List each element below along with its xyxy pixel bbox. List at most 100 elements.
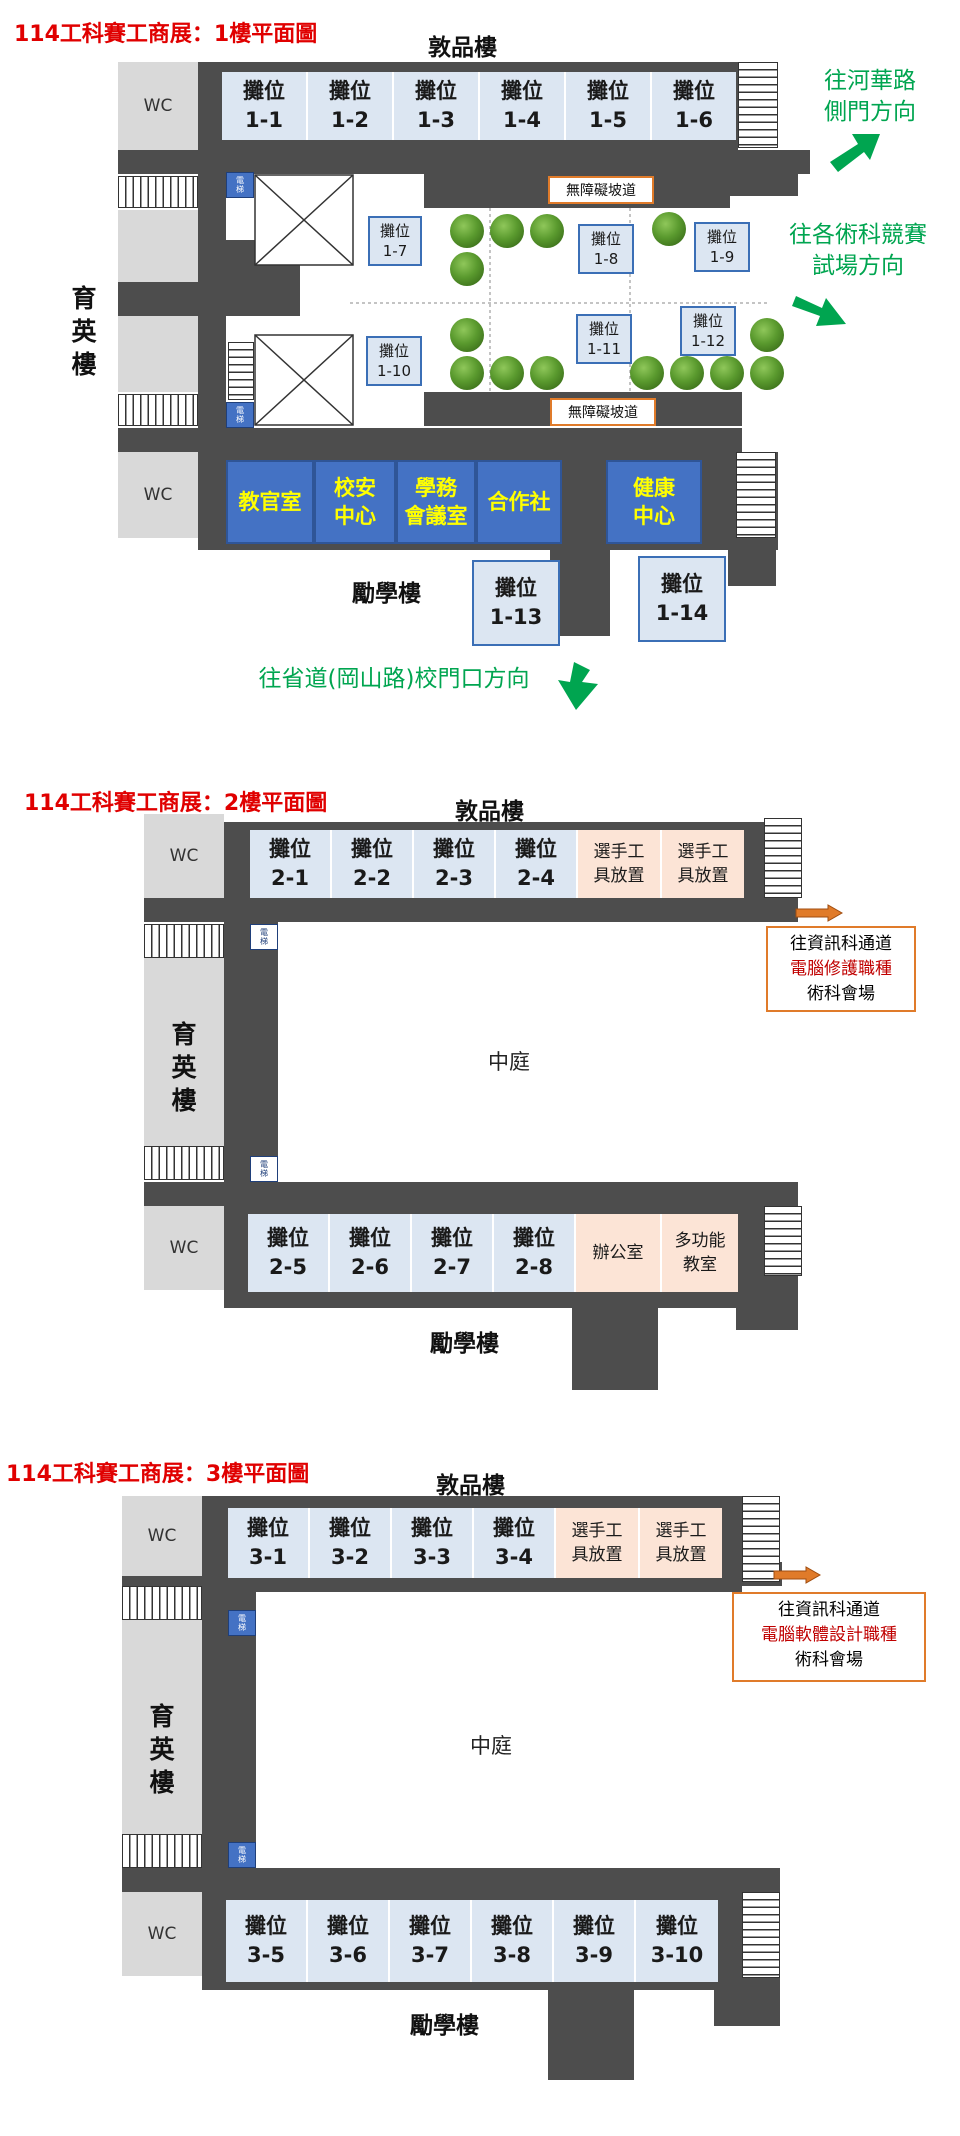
booth-3-2[interactable]: 攤位 3-2 xyxy=(310,1508,392,1578)
elevator-icon: 電 梯 xyxy=(228,1610,256,1636)
stairs-icon xyxy=(144,1146,224,1180)
elevator-icon: 電 梯 xyxy=(250,924,278,950)
stairs-icon xyxy=(122,1834,202,1868)
floor1-south-exit xyxy=(550,550,610,636)
booth-3-10[interactable]: 攤位 3-10 xyxy=(636,1900,718,1982)
office-cooperative-store[interactable]: 合作社 xyxy=(476,460,562,544)
booth-2-3[interactable]: 攤位 2-3 xyxy=(414,830,496,898)
floor1-ramp-north: 無障礙坡道 xyxy=(548,176,654,204)
booth-2-2[interactable]: 攤位 2-2 xyxy=(332,830,414,898)
floor1-ramp-south: 無障礙坡道 xyxy=(550,398,656,426)
booth-1-8[interactable]: 攤位 1-8 xyxy=(578,224,634,274)
floor2-wc-north: WC xyxy=(144,814,224,898)
booth-2-6[interactable]: 攤位 2-6 xyxy=(330,1214,412,1292)
athlete-tool-storage-3[interactable]: 選手工 具放置 xyxy=(556,1508,640,1578)
arrow-icon xyxy=(773,1566,822,1584)
booth-1-2[interactable]: 攤位 1-2 xyxy=(308,72,394,140)
floor1-se-corridor xyxy=(728,540,776,586)
floor3-south-exit xyxy=(548,1986,634,2080)
booth-2-1[interactable]: 攤位 2-1 xyxy=(250,830,332,898)
booth-1-7[interactable]: 攤位 1-7 xyxy=(368,216,422,266)
booth-2-8[interactable]: 攤位 2-8 xyxy=(494,1214,576,1292)
booth-2-7[interactable]: 攤位 2-7 xyxy=(412,1214,494,1292)
booth-3-8[interactable]: 攤位 3-8 xyxy=(472,1900,554,1982)
office-student-affairs[interactable]: 學務 會議室 xyxy=(396,460,476,544)
booth-3-3[interactable]: 攤位 3-3 xyxy=(392,1508,474,1578)
floor2-dest-line3: 術科會場 xyxy=(807,984,875,1004)
floor3-wc-north: WC xyxy=(122,1496,202,1576)
office-campus-safety[interactable]: 校安 中心 xyxy=(314,460,396,544)
floor1-void-north xyxy=(254,174,354,266)
booth-3-9[interactable]: 攤位 3-9 xyxy=(554,1900,636,1982)
floor1-ne-corridor xyxy=(730,150,798,196)
booth-1-13[interactable]: 攤位 1-13 xyxy=(472,560,560,646)
stairs-icon xyxy=(736,452,776,538)
tree-icon xyxy=(750,318,784,352)
floor3-destination-note: 往資訊科通道 電腦軟體設計職種 術科會場 xyxy=(732,1592,926,1682)
booth-1-11[interactable]: 攤位 1-11 xyxy=(576,314,632,364)
elevator-icon: 電 梯 xyxy=(228,1842,256,1868)
stairs-icon xyxy=(742,1496,780,1582)
floor3-title: 114工科賽工商展：3樓平面圖 xyxy=(6,1462,310,1487)
floor1-title: 114工科賽工商展：1樓平面圖 xyxy=(14,22,318,47)
athlete-tool-storage-4[interactable]: 選手工 具放置 xyxy=(640,1508,722,1578)
athlete-tool-storage-1[interactable]: 選手工 具放置 xyxy=(578,830,662,898)
floor1-west-building: 育英樓 xyxy=(71,284,97,379)
athlete-tool-storage-2[interactable]: 選手工 具放置 xyxy=(662,830,744,898)
booth-1-14[interactable]: 攤位 1-14 xyxy=(638,556,726,642)
floor1-south-building: 勵學樓 xyxy=(352,581,421,607)
floor2-dest-line2: 電腦修護職種 xyxy=(790,959,892,979)
floor3-dest-line3: 術科會場 xyxy=(795,1650,863,1670)
floor2-west-building-block xyxy=(144,958,224,1146)
floor2-south-building: 勵學樓 xyxy=(430,1331,499,1357)
floor3-wc-south: WC xyxy=(122,1892,202,1976)
booth-1-6[interactable]: 攤位 1-6 xyxy=(652,72,736,140)
booth-1-12[interactable]: 攤位 1-12 xyxy=(680,306,736,356)
arrow-icon xyxy=(795,904,844,922)
booth-1-1[interactable]: 攤位 1-1 xyxy=(222,72,308,140)
stairs-icon xyxy=(738,62,778,148)
office-health-center[interactable]: 健康 中心 xyxy=(606,460,702,544)
booth-3-5[interactable]: 攤位 3-5 xyxy=(226,1900,308,1982)
stairs-icon xyxy=(118,394,198,426)
floor1-north-walkway xyxy=(118,150,810,174)
floor3-south-walkway xyxy=(122,1868,780,1892)
direction-hehua-road: 往河華路 側門方向 xyxy=(824,68,916,125)
tree-icon xyxy=(530,356,564,390)
booth-2-5[interactable]: 攤位 2-5 xyxy=(248,1214,330,1292)
floor2-dest-line1: 往資訊科通道 xyxy=(790,934,892,954)
arrow-icon xyxy=(830,134,880,172)
booth-3-6[interactable]: 攤位 3-6 xyxy=(308,1900,390,1982)
tree-icon xyxy=(670,356,704,390)
floor2-west-building: 育英樓 xyxy=(171,1020,197,1115)
tree-icon xyxy=(450,318,484,352)
stairs-icon xyxy=(764,1206,802,1276)
floor2-multi-purpose-room[interactable]: 多功能 教室 xyxy=(662,1214,738,1292)
booth-1-3[interactable]: 攤位 1-3 xyxy=(394,72,480,140)
floor2-north-building: 敦品樓 xyxy=(455,799,524,825)
office-military-instructor[interactable]: 教官室 xyxy=(226,460,314,544)
booth-3-1[interactable]: 攤位 3-1 xyxy=(228,1508,310,1578)
tree-icon xyxy=(490,356,524,390)
booth-1-9[interactable]: 攤位 1-9 xyxy=(694,222,750,272)
booth-3-7[interactable]: 攤位 3-7 xyxy=(390,1900,472,1982)
booth-2-4[interactable]: 攤位 2-4 xyxy=(496,830,578,898)
floor3-south-building: 勵學樓 xyxy=(410,2013,479,2039)
stairs-icon xyxy=(742,1892,780,1978)
floor1-west-room-b xyxy=(118,316,198,392)
booth-1-4[interactable]: 攤位 1-4 xyxy=(480,72,566,140)
floor3-west-building-block xyxy=(122,1620,202,1834)
floor1-wc-north: WC xyxy=(118,62,198,150)
floor3-west-building: 育英樓 xyxy=(149,1702,175,1797)
floor2-se-corridor xyxy=(736,1274,798,1330)
tree-icon xyxy=(652,212,686,246)
stairs-icon xyxy=(228,342,254,400)
booth-3-4[interactable]: 攤位 3-4 xyxy=(474,1508,556,1578)
arrow-icon xyxy=(558,662,598,710)
booth-1-5[interactable]: 攤位 1-5 xyxy=(566,72,652,140)
floor2-office[interactable]: 辦公室 xyxy=(576,1214,662,1292)
tree-icon xyxy=(710,356,744,390)
direction-exam-venue: 往各術科競賽 試場方向 xyxy=(789,222,927,279)
booth-1-10[interactable]: 攤位 1-10 xyxy=(366,336,422,386)
floor3-west-corridor xyxy=(202,1586,256,1886)
